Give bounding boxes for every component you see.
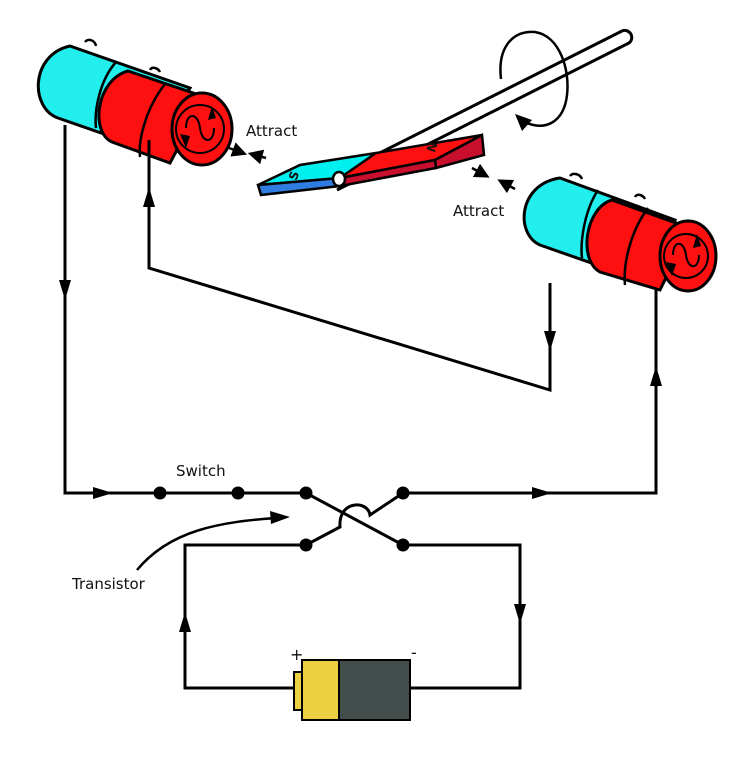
switch-contact[interactable] [396, 486, 410, 500]
attract-label-left: Attract [246, 122, 297, 140]
battery-minus-label: - [411, 643, 417, 662]
switch-contact[interactable] [153, 486, 167, 500]
switch-contact[interactable] [299, 486, 313, 500]
switch-contact[interactable] [231, 486, 245, 500]
attract-label-right: Attract [453, 202, 504, 220]
wire-left-main [63, 125, 160, 495]
current-arrow-icon [59, 280, 71, 300]
battery-body [338, 659, 411, 721]
current-arrow-icon [544, 331, 556, 351]
magnet-north-label: N [424, 140, 441, 154]
magnet-north-end [433, 133, 486, 170]
battery [293, 659, 411, 721]
switch-label: Switch [176, 462, 226, 480]
wire-battery-left [183, 543, 306, 690]
current-arrow-icon [179, 612, 191, 632]
current-arrow-icon [514, 604, 526, 624]
attract-indicator-right [471, 163, 516, 194]
pivot-icon [331, 170, 347, 188]
battery-positive-section [301, 659, 341, 721]
current-arrow-icon [532, 487, 552, 499]
current-arrow-icon [143, 187, 155, 207]
electromagnet-left [36, 38, 234, 167]
bar-magnet: S N [256, 133, 486, 197]
switch[interactable] [153, 486, 410, 552]
wire-battery-right [403, 543, 522, 690]
attract-indicator-left [228, 142, 267, 165]
wire-right-main [403, 290, 658, 495]
electromagnet-right [522, 172, 718, 293]
current-arrow-icon [650, 366, 662, 386]
current-arrow-icon [93, 487, 113, 499]
transistor-pointer [136, 511, 290, 571]
battery-plus-label: + [290, 645, 303, 664]
ac-sine-icon [175, 104, 225, 154]
ac-sine-icon [663, 233, 709, 279]
transistor-label: Transistor [71, 575, 146, 593]
rotation-arrow-icon [499, 30, 569, 131]
